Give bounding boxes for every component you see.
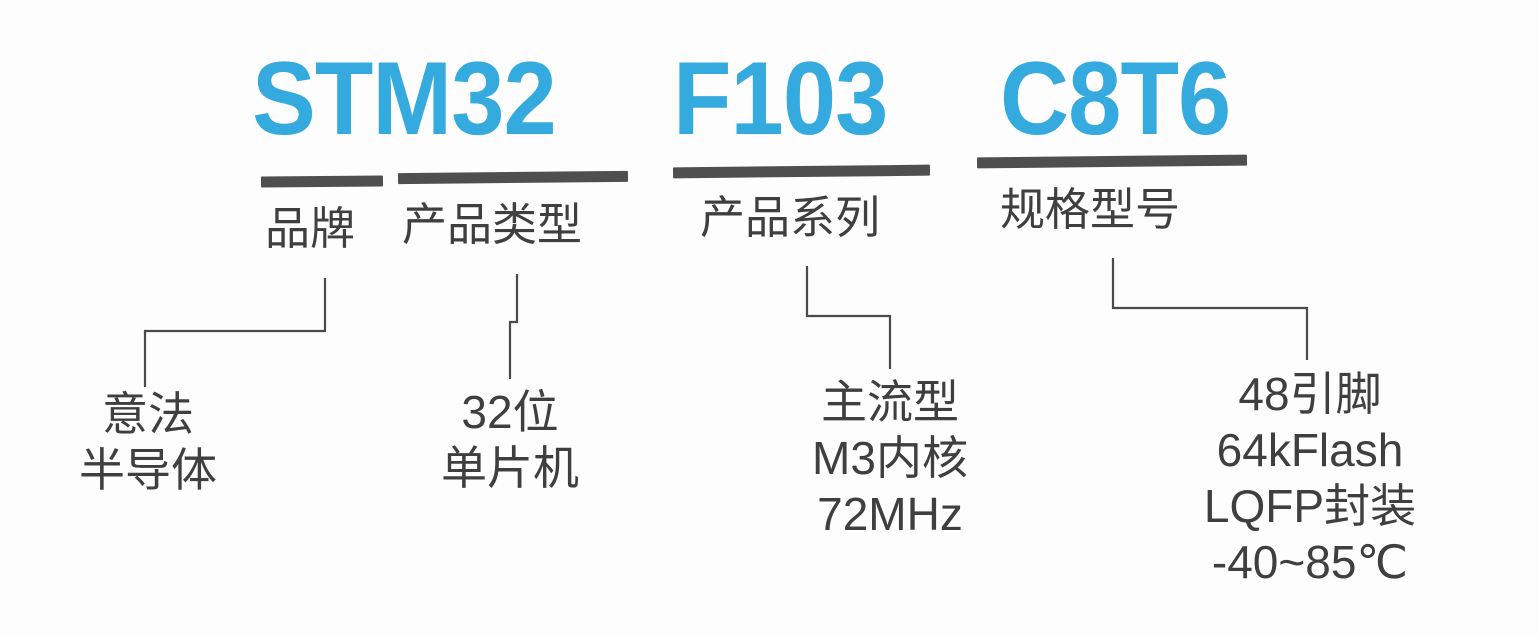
description-line: LQFP封装 [1203,480,1417,532]
part-number-segment-brand: STM32 [252,41,557,157]
underline-bar-product-type [397,170,629,185]
category-label-product-type: 产品类型 [402,199,583,250]
description-line: 72MHz [817,488,963,540]
underline-bar-spec [976,154,1248,169]
category-label-brand: 品牌 [265,203,356,254]
description-line: 半导体 [79,444,217,496]
underline-bar-brand [260,175,384,188]
part-number-segment-series: F103 [673,41,888,157]
description-line: 意法 [102,388,194,440]
leader-line-spec [1111,258,1309,360]
description-line: 48引脚 [1238,368,1382,420]
leader-line-brand [143,278,327,387]
part-number-title: STM32 F103 C8T6 [0,44,1538,154]
description-line: -40~85℃ [1211,536,1409,588]
description-line: 主流型 [821,376,959,428]
description-product-type: 32位 单片机 [441,384,579,496]
leader-line-series [805,266,892,369]
category-label-spec: 规格型号 [1000,184,1181,235]
description-brand: 意法 半导体 [79,386,217,498]
leader-line-product-type [508,274,519,379]
underline-bar-series [672,164,931,179]
description-spec: 48引脚 64kFlash LQFP封装 -40~85℃ [1204,366,1416,590]
description-line: 单片机 [441,442,579,494]
description-line: M3内核 [812,432,968,484]
description-series: 主流型 M3内核 72MHz [812,374,968,542]
description-line: 64kFlash [1216,424,1404,476]
part-number-segment-spec: C8T6 [1000,41,1231,157]
description-line: 32位 [461,386,559,438]
category-label-series: 产品系列 [700,192,881,243]
